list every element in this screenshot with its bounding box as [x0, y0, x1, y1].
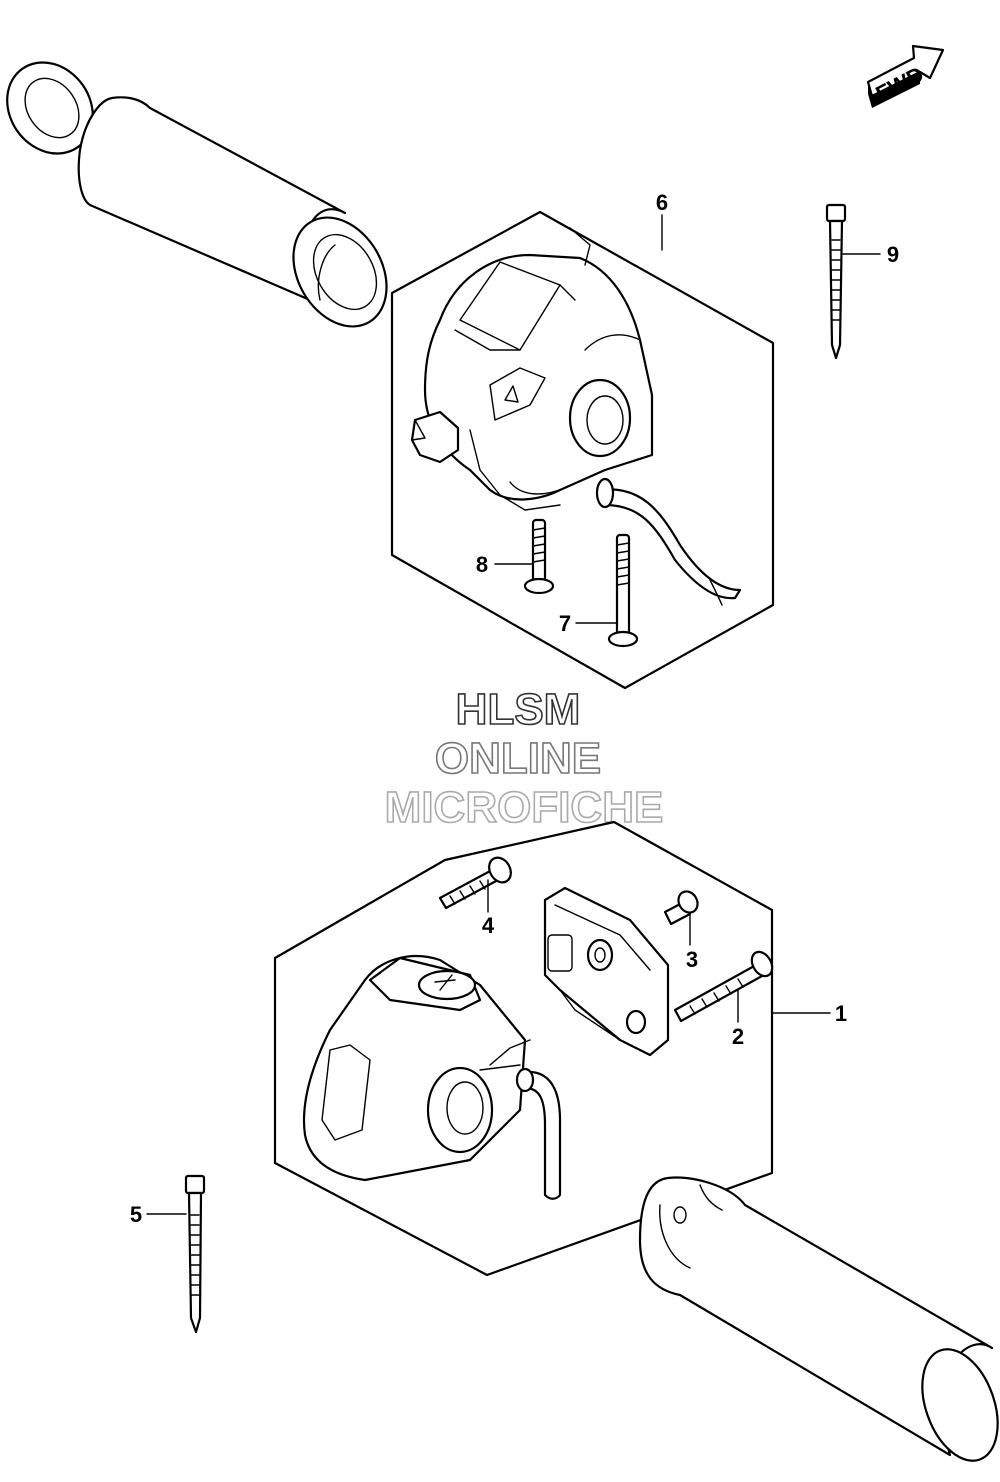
right-switch-assembly — [390, 210, 775, 690]
callout-6: 6 — [656, 190, 668, 215]
leader-lines — [146, 214, 881, 1215]
callout-1: 1 — [835, 1001, 847, 1026]
cable-tie-5 — [184, 1174, 206, 1334]
callout-7: 7 — [559, 611, 571, 636]
left-grip-top — [6, 61, 388, 328]
callout-8: 8 — [476, 552, 488, 577]
callout-2: 2 — [732, 1024, 744, 1049]
watermark-line3: MICROFICHE — [385, 783, 664, 832]
screw-4 — [438, 856, 512, 910]
callout-3: 3 — [686, 947, 698, 972]
callout-4: 4 — [482, 913, 495, 938]
fwd-arrow-icon: FWD — [866, 44, 945, 108]
callout-9: 9 — [887, 242, 899, 267]
watermark-line2: ONLINE — [435, 734, 601, 783]
callout-numbers: 6 9 8 7 4 3 2 1 5 — [130, 190, 899, 1227]
watermark: HLSM ONLINE MICROFICHE — [384, 684, 664, 833]
screw-2 — [673, 950, 774, 1023]
left-switch-assembly — [273, 820, 774, 1277]
callout-5: 5 — [130, 1202, 142, 1227]
cable-tie-9 — [825, 203, 847, 360]
throttle-grip — [638, 1176, 999, 1462]
watermark-line1: HLSM — [456, 685, 581, 734]
screw-8 — [523, 518, 555, 595]
screw-3 — [663, 890, 699, 926]
screw-7 — [607, 533, 639, 648]
